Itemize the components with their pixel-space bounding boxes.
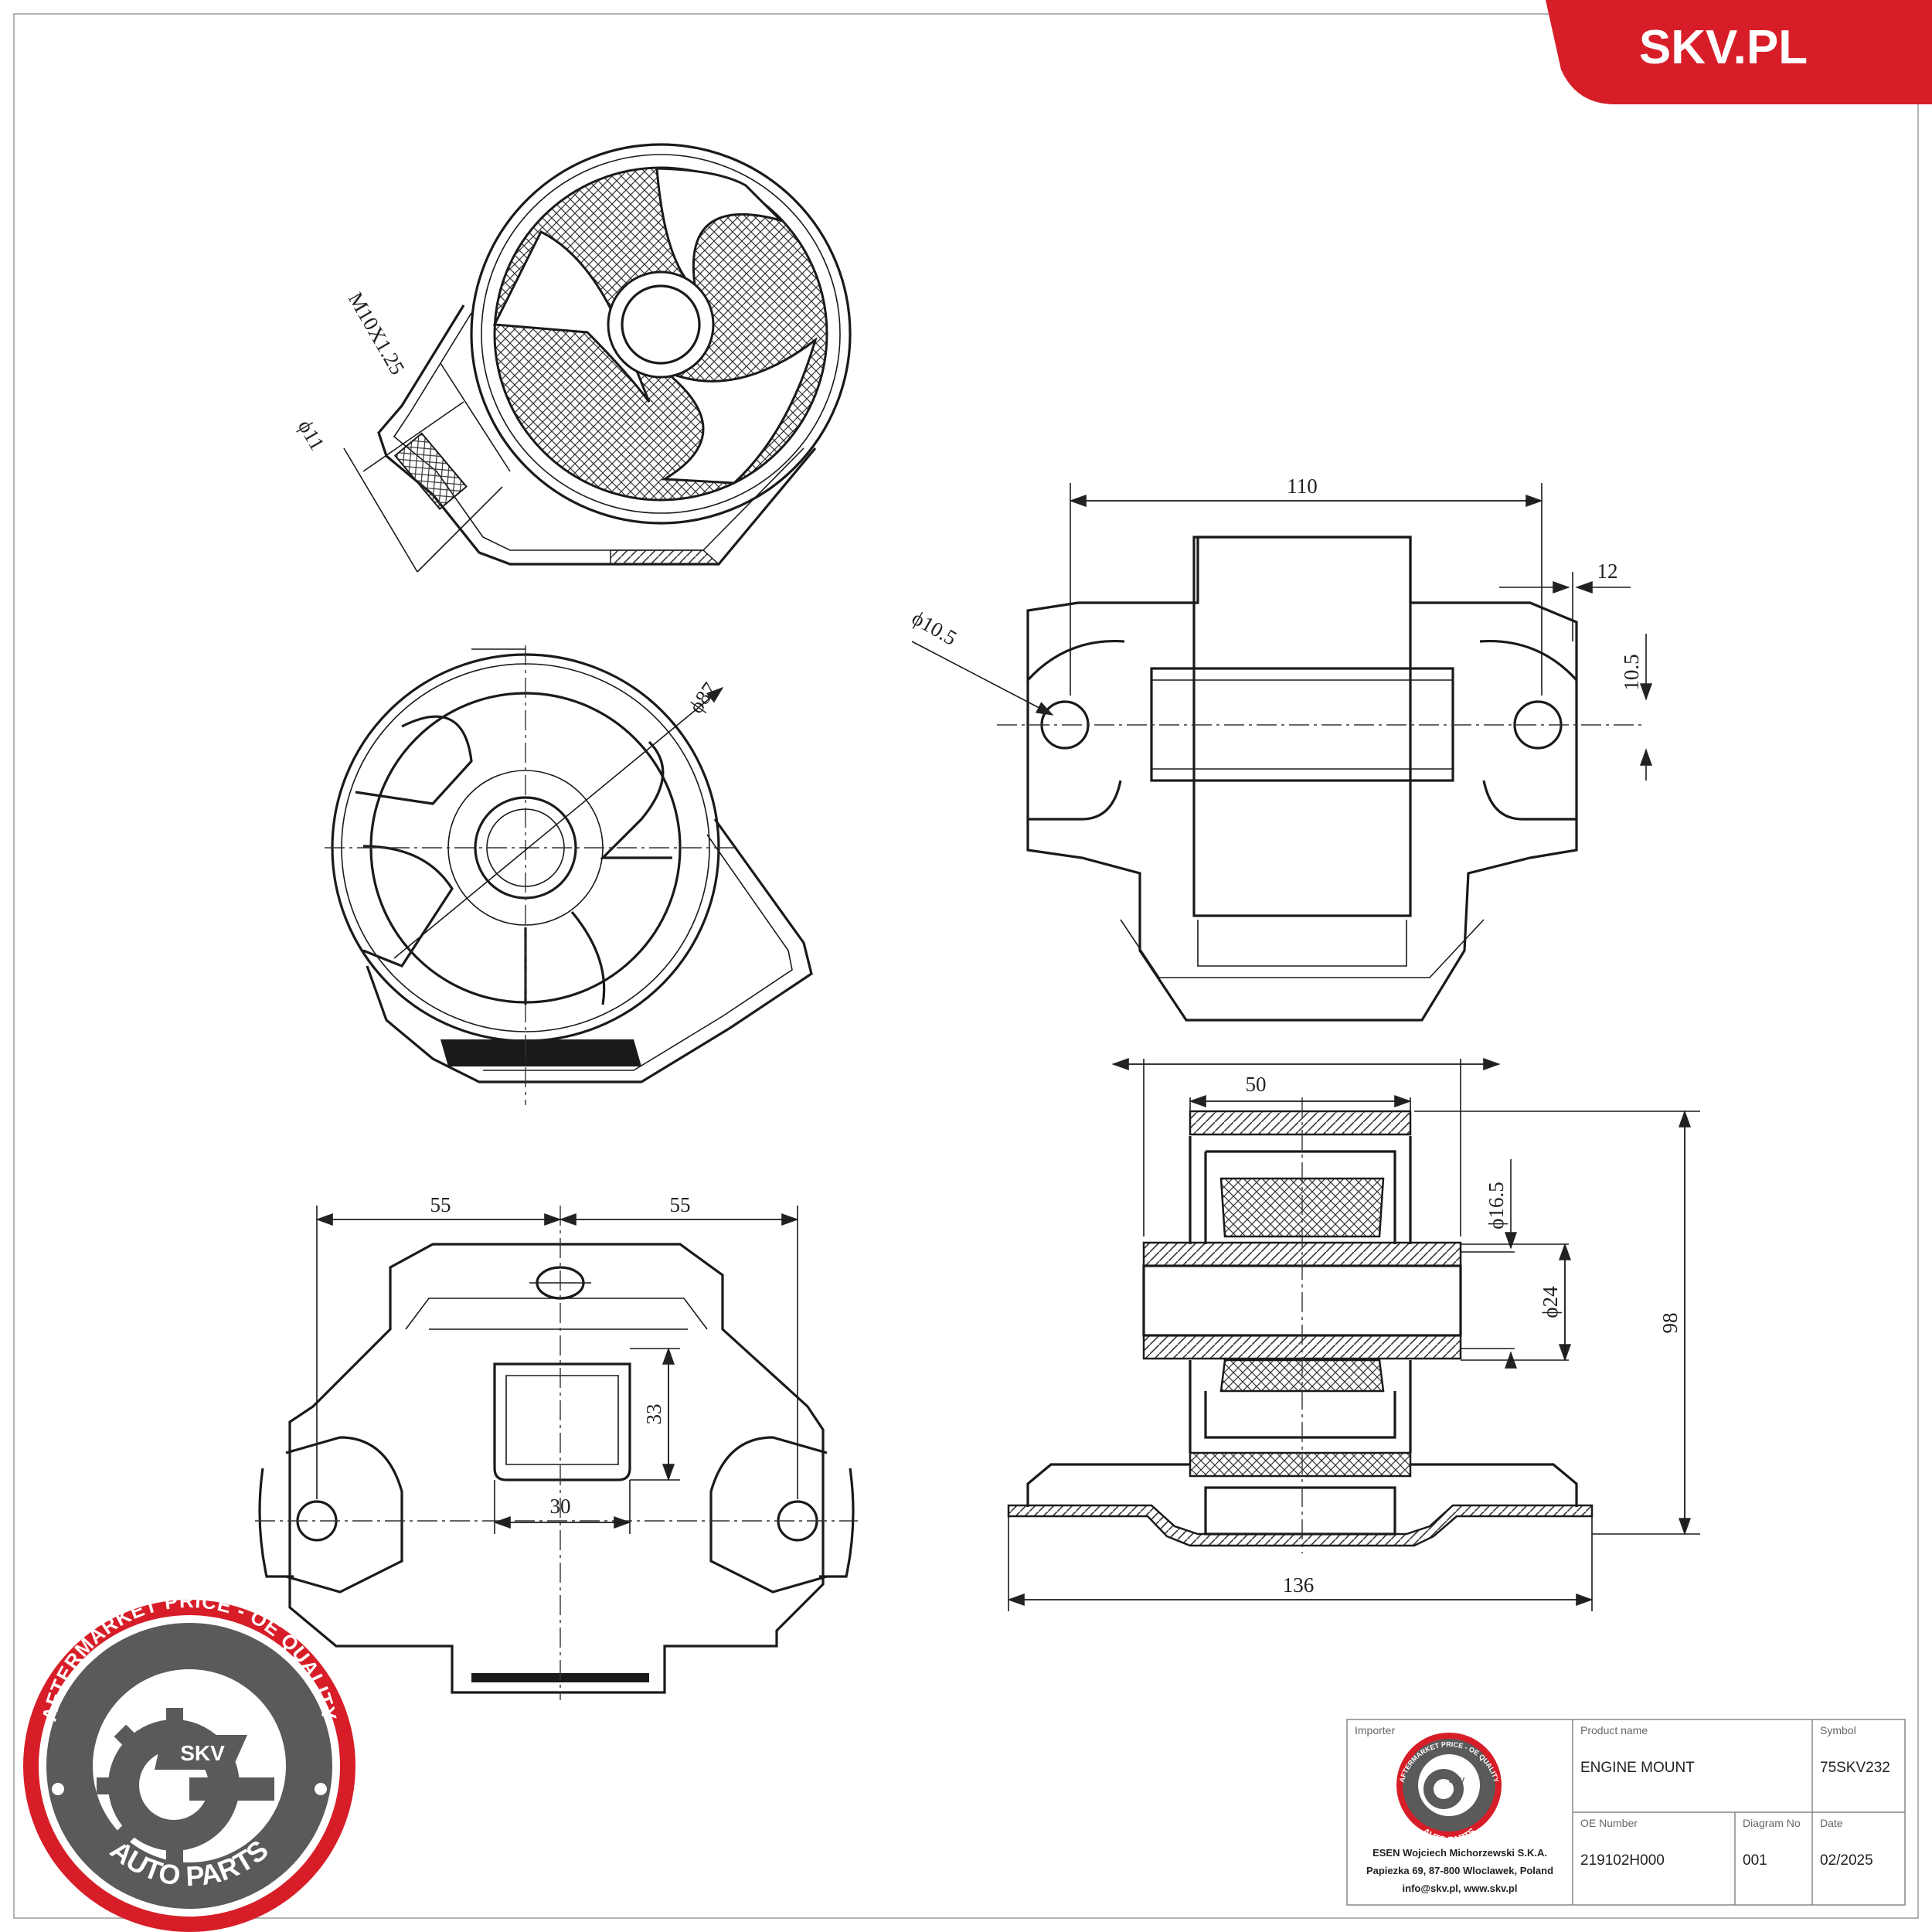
seal-center: SKV bbox=[180, 1741, 225, 1765]
oe-number: 219102H000 bbox=[1580, 1852, 1665, 1869]
title-block: Importer AFTERMARKET PRICE - OE QUALITY … bbox=[1346, 1719, 1906, 1906]
product-name-caption: Product name bbox=[1580, 1724, 1648, 1736]
date-value: 02/2025 bbox=[1820, 1852, 1873, 1869]
dim-136: 136 bbox=[1283, 1573, 1315, 1597]
dim-phi87: ϕ87 bbox=[684, 678, 721, 717]
dim-110: 110 bbox=[1287, 474, 1318, 498]
svg-text:SKV: SKV bbox=[1449, 1777, 1465, 1785]
dim-50: 50 bbox=[1246, 1073, 1267, 1096]
view-top-round: M10X1.25 ϕ11 bbox=[294, 143, 852, 573]
view-section: 50 ϕ16.5 ϕ24 98 136 bbox=[1007, 1058, 1700, 1611]
dim-30: 30 bbox=[550, 1495, 571, 1518]
importer-line-2: Papiezka 69, 87-800 Wloclawek, Poland bbox=[1366, 1865, 1553, 1876]
dim-phi24: ϕ24 bbox=[1539, 1286, 1562, 1318]
symbol-caption: Symbol bbox=[1820, 1724, 1856, 1736]
view-right-side: 110 12 10.5 ϕ10.5 bbox=[908, 474, 1652, 1022]
view-top-plan: 55 55 33 30 bbox=[255, 1193, 858, 1700]
brand-banner: SKV.PL bbox=[1546, 0, 1932, 104]
view-left-perspective: ϕ87 bbox=[325, 645, 813, 1105]
dim-98: 98 bbox=[1658, 1313, 1682, 1334]
skv-seal: AFTERMARKET PRICE - OE QUALITY AUTO PART… bbox=[23, 1589, 355, 1932]
product-name: ENGINE MOUNT bbox=[1580, 1760, 1695, 1776]
importer-line-1: ESEN Wojciech Michorzewski S.K.A. bbox=[1372, 1847, 1547, 1859]
dim-10-5: 10.5 bbox=[1620, 654, 1643, 690]
dim-phi16-5: ϕ16.5 bbox=[1485, 1182, 1508, 1229]
symbol-value: 75SKV232 bbox=[1820, 1760, 1890, 1776]
oe-caption: OE Number bbox=[1580, 1817, 1638, 1829]
dim-33: 33 bbox=[642, 1404, 665, 1425]
page-frame bbox=[13, 13, 1919, 1919]
dim-thread: M10X1.25 bbox=[344, 288, 410, 379]
diagram-no: 001 bbox=[1743, 1852, 1767, 1869]
dim-55-right: 55 bbox=[670, 1193, 691, 1216]
date-caption: Date bbox=[1820, 1817, 1843, 1829]
dim-12: 12 bbox=[1597, 560, 1618, 583]
importer-line-3: info@skv.pl, www.skv.pl bbox=[1403, 1883, 1518, 1894]
brand-site: SKV.PL bbox=[1639, 21, 1808, 74]
mini-seal: AFTERMARKET PRICE - OE QUALITY AUTO PART… bbox=[1396, 1733, 1502, 1845]
dim-phi11: ϕ11 bbox=[294, 416, 329, 454]
diagram-caption: Diagram No bbox=[1743, 1817, 1801, 1829]
dim-55-left: 55 bbox=[430, 1193, 451, 1216]
importer-caption: Importer bbox=[1355, 1724, 1395, 1736]
